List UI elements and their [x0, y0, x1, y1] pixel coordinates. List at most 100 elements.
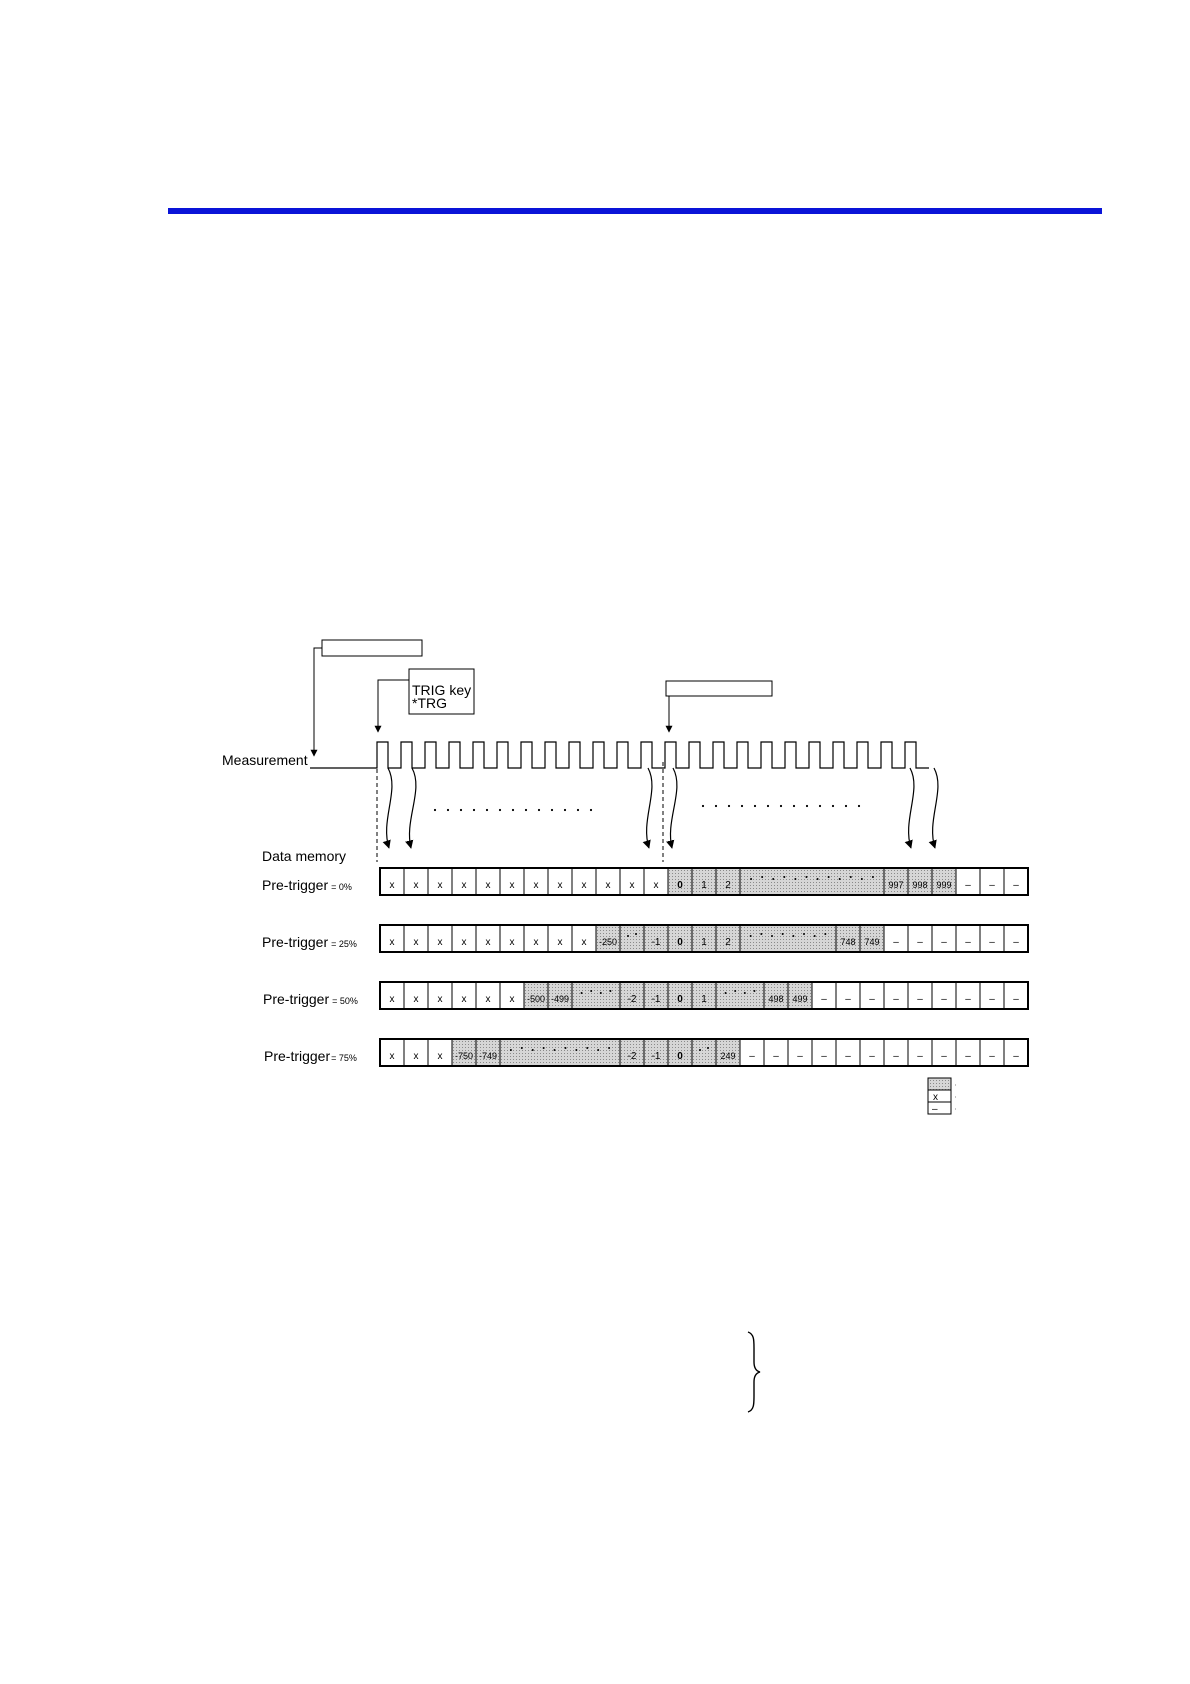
- memory-cell: [523, 924, 549, 953]
- memory-cell-value: x: [486, 994, 491, 1005]
- memory-cell: [739, 924, 837, 953]
- memory-cell-value: –: [869, 1051, 875, 1062]
- sample-arrow-5: [904, 767, 915, 849]
- ellipsis-dot: [727, 804, 731, 808]
- ellipsis-dot: [498, 808, 502, 812]
- memory-cell: [451, 867, 477, 896]
- memory-cell: [691, 981, 717, 1010]
- cell-ellipsis-dot: [749, 935, 752, 937]
- cell-ellipsis-dot: [771, 935, 773, 937]
- memory-cell-value: –: [941, 937, 947, 948]
- memory-cell-value: –: [1013, 880, 1019, 891]
- memory-cell-value: 1: [701, 937, 707, 948]
- memory-cell-value: x: [438, 1051, 443, 1062]
- memory-cell-value: x: [390, 1051, 395, 1062]
- memory-row-frame: [379, 867, 1029, 896]
- ellipsis-dot: [844, 804, 848, 808]
- memory-cell-value: x: [438, 880, 443, 891]
- pre-trigger-row-label-0: Pre-trigger= 0%: [262, 877, 352, 893]
- memory-cell: [979, 924, 1005, 953]
- memory-cell-value: x: [582, 880, 587, 891]
- memory-cell-value: –: [989, 937, 995, 948]
- memory-cell-value: x: [438, 994, 443, 1005]
- sample-arrow-2: [405, 767, 417, 849]
- trig-key-box: [408, 668, 475, 715]
- memory-row-frame: [379, 1038, 1029, 1067]
- cell-ellipsis-dot: [609, 990, 612, 992]
- measurement-label: Measurement: [222, 752, 308, 768]
- cell-ellipsis-dot: [608, 1047, 611, 1049]
- memory-cell: [1003, 981, 1029, 1010]
- memory-cell: [691, 1038, 717, 1067]
- pulse-ellipsis-right: [701, 804, 861, 808]
- memory-cell: [907, 924, 933, 953]
- memory-cell: [907, 867, 933, 896]
- memory-cell-value: x: [510, 937, 515, 948]
- memory-cell-value: x: [438, 937, 443, 948]
- memory-cell-value: –: [965, 1051, 971, 1062]
- memory-cell-value: –: [965, 880, 971, 891]
- memory-cell-value: x: [414, 937, 419, 948]
- cell-ellipsis-dot: [542, 1047, 545, 1049]
- memory-cell-value: –: [845, 1051, 851, 1062]
- ellipsis-dot: [576, 808, 580, 812]
- ellipsis-dot: [524, 808, 528, 812]
- memory-cell: [787, 981, 813, 1010]
- memory-cell-value: –: [917, 1051, 923, 1062]
- cell-ellipsis-dot: [803, 933, 805, 935]
- ellipsis-dot: [485, 808, 489, 812]
- memory-cell-value: –: [1013, 1051, 1019, 1062]
- ellipsis-dot: [792, 804, 796, 808]
- cell-ellipsis-dot: [707, 1047, 709, 1049]
- memory-row-frame: [379, 924, 1029, 953]
- legend: x –: [927, 1077, 956, 1115]
- memory-cell: [619, 924, 645, 953]
- memory-cell-value: x: [390, 994, 395, 1005]
- memory-cell-value: –: [965, 937, 971, 948]
- cell-ellipsis-dot: [580, 992, 583, 994]
- memory-cell-value: 499: [792, 994, 807, 1004]
- cell-ellipsis-dot: [590, 990, 593, 992]
- memory-cell: [715, 867, 741, 896]
- cell-ellipsis-dot: [849, 876, 852, 878]
- ellipsis-dot: [701, 804, 705, 808]
- pre-trigger-row-label-1: Pre-trigger= 25%: [262, 934, 357, 950]
- memory-cell-value: 0: [677, 937, 683, 948]
- memory-cell-value: -1: [652, 937, 661, 948]
- memory-cell-value: x: [462, 880, 467, 891]
- legend-shaded-swatch: [927, 1077, 952, 1091]
- memory-cell-value: -250: [599, 937, 617, 947]
- memory-cell: [931, 867, 957, 896]
- memory-cell-value: -499: [551, 994, 569, 1004]
- cell-ellipsis-dot: [783, 876, 786, 878]
- ellipsis-dot: [589, 808, 593, 812]
- memory-cell: [859, 981, 885, 1010]
- memory-cell: [619, 1038, 645, 1067]
- memory-cell: [547, 867, 573, 896]
- memory-cell-value: 998: [912, 880, 927, 890]
- memory-cell-value: –: [989, 994, 995, 1005]
- ellipsis-dot: [459, 808, 463, 812]
- memory-cell-value: -2: [628, 1051, 637, 1062]
- ellipsis-dot: [753, 804, 757, 808]
- memory-cell-value: 0: [677, 994, 683, 1005]
- memory-cell-value: -500: [527, 994, 545, 1004]
- memory-cell-value: –: [989, 880, 995, 891]
- memory-cell-value: 749: [864, 937, 879, 947]
- memory-cell: [595, 867, 621, 896]
- ellipsis-dot: [805, 804, 809, 808]
- memory-row-frame: [379, 981, 1029, 1010]
- memory-cell-value: –: [821, 1051, 827, 1062]
- memory-cell-value: 999: [936, 880, 951, 890]
- memory-cell: [475, 981, 501, 1010]
- memory-cell-value: x: [390, 937, 395, 948]
- memory-cell-value: 498: [768, 994, 783, 1004]
- memory-cell-value: –: [869, 994, 875, 1005]
- memory-cell-value: -750: [455, 1051, 473, 1061]
- memory-cell-value: –: [821, 994, 827, 1005]
- memory-cell-value: –: [965, 994, 971, 1005]
- cell-ellipsis-dot: [553, 1049, 556, 1051]
- cell-ellipsis-dot: [805, 876, 808, 878]
- memory-cell: [571, 981, 621, 1010]
